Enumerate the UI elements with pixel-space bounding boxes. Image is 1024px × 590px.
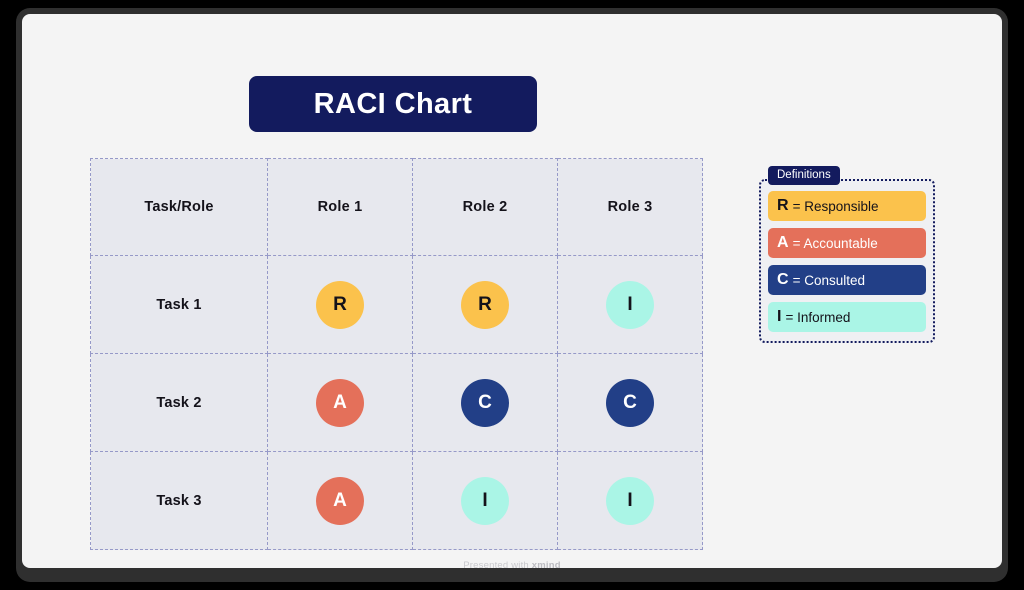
raci-badge-c: C [606, 378, 654, 427]
assignment-cell: I [557, 255, 703, 354]
raci-badge-a: A [316, 476, 364, 525]
header-cell-task-role: Task/Role [90, 158, 268, 256]
assignment-cell: A [267, 451, 413, 550]
assignment-cell: R [412, 255, 558, 354]
assignment-cell: A [267, 353, 413, 452]
raci-table: Task/Role Role 1 Role 2 Role 3 Task 1 [90, 158, 703, 550]
definition-text: = Accountable [792, 235, 878, 251]
definition-item-responsible: R = Responsible [768, 191, 926, 221]
raci-badge-r: R [316, 280, 364, 329]
definition-item-accountable: A = Accountable [768, 228, 926, 258]
definition-key: I [777, 308, 782, 325]
assignment-cell: R [267, 255, 413, 354]
definition-key: C [777, 271, 789, 288]
definition-text: = Informed [785, 309, 851, 325]
definition-text: = Responsible [792, 198, 879, 214]
slide-canvas: RACI Chart Task/Role Role 1 Role 2 Role … [22, 14, 1002, 568]
table-row: Task 2 A C C [90, 353, 703, 452]
task-name-cell: Task 3 [90, 451, 268, 550]
definition-key: A [777, 234, 789, 251]
header-cell-role-2: Role 2 [412, 158, 558, 256]
raci-badge-c: C [461, 378, 509, 427]
header-cell-role-3: Role 3 [557, 158, 703, 256]
raci-badge-r: R [461, 280, 509, 329]
page-title: RACI Chart [249, 76, 537, 132]
assignment-cell: C [412, 353, 558, 452]
assignment-cell: C [557, 353, 703, 452]
task-name-cell: Task 2 [90, 353, 268, 452]
raci-badge-i: I [606, 280, 654, 329]
assignment-cell: I [557, 451, 703, 550]
device-bezel: RACI Chart Task/Role Role 1 Role 2 Role … [16, 8, 1008, 582]
definition-item-informed: I = Informed [768, 302, 926, 332]
task-name-cell: Task 1 [90, 255, 268, 354]
watermark-brand: xmind [531, 560, 561, 568]
watermark-prefix: Presented with [463, 560, 529, 568]
definitions-list: R = Responsible A = Accountable C = Cons… [759, 179, 935, 343]
table-row: Task 3 A I I [90, 451, 703, 550]
raci-badge-i: I [461, 476, 509, 525]
footer-watermark: Presented with xmind [22, 560, 1002, 568]
definition-item-consulted: C = Consulted [768, 265, 926, 295]
table-header-row: Task/Role Role 1 Role 2 Role 3 [90, 158, 703, 256]
page-title-text: RACI Chart [313, 87, 473, 120]
definition-text: = Consulted [792, 272, 865, 288]
definition-key: R [777, 197, 789, 214]
assignment-cell: I [412, 451, 558, 550]
table-row: Task 1 R R I [90, 255, 703, 354]
header-cell-role-1: Role 1 [267, 158, 413, 256]
raci-badge-i: I [606, 476, 654, 525]
raci-badge-a: A [316, 378, 364, 427]
definitions-tab-label: Definitions [768, 166, 840, 185]
